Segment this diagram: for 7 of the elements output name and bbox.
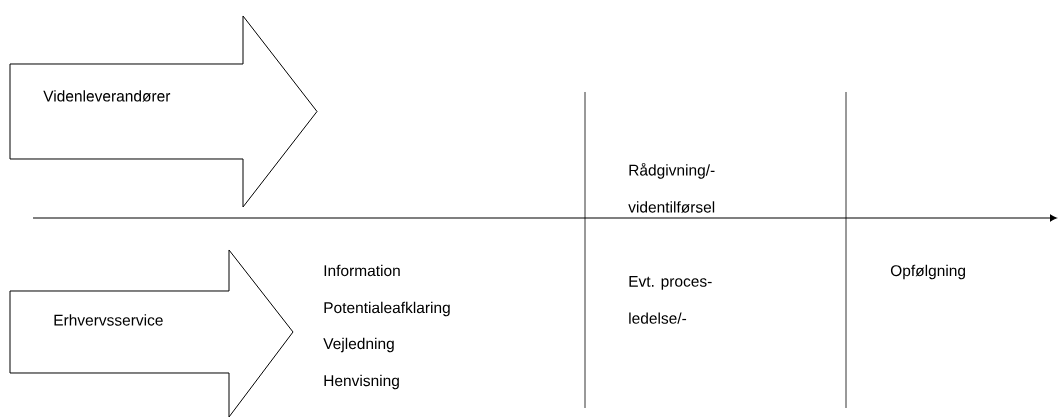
text: Evt. proces- ledelse/- bbox=[629, 276, 712, 324]
text: Vejledning bbox=[323, 337, 394, 353]
text: Potentialeafklaring bbox=[324, 301, 450, 317]
text: Rådgivning/- videntilførsel bbox=[628, 163, 715, 213]
text: Information bbox=[324, 264, 400, 277]
text: Opfølgning bbox=[890, 264, 965, 280]
text: Henvisning bbox=[324, 374, 399, 390]
